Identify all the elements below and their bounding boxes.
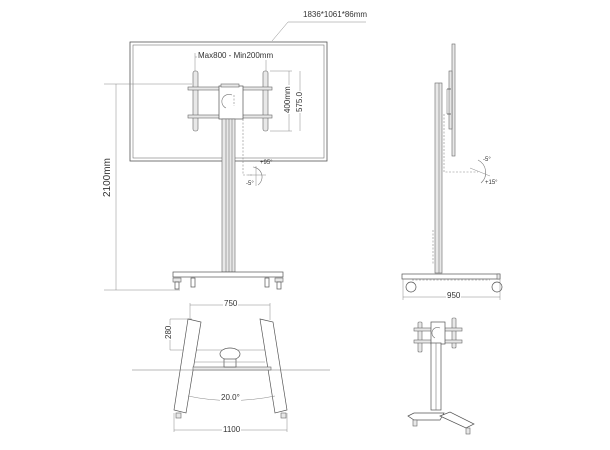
leg-angle-label: 20.0° <box>220 393 241 402</box>
outer-width-label: 1100 <box>222 425 242 434</box>
side-tilt-down-label: +15° <box>485 180 498 186</box>
front-tilt-down-label: -5° <box>246 181 254 187</box>
front-tilt-up-label: +95° <box>260 160 273 166</box>
display-size-label: 1836*1061*86mm <box>302 10 369 19</box>
vesa-height-label: 400mm <box>283 85 292 114</box>
bracket-height-label: 575.0 <box>295 90 304 113</box>
base-depth-label: 950 <box>446 291 462 300</box>
leg-offset-label: 280 <box>164 324 173 340</box>
side-tilt-up-label: -5° <box>483 157 491 163</box>
inner-width-label: 750 <box>223 299 239 308</box>
vesa-width-label: Max800 - Min200mm <box>197 51 275 60</box>
overall-height-label: 2100mm <box>102 157 113 198</box>
